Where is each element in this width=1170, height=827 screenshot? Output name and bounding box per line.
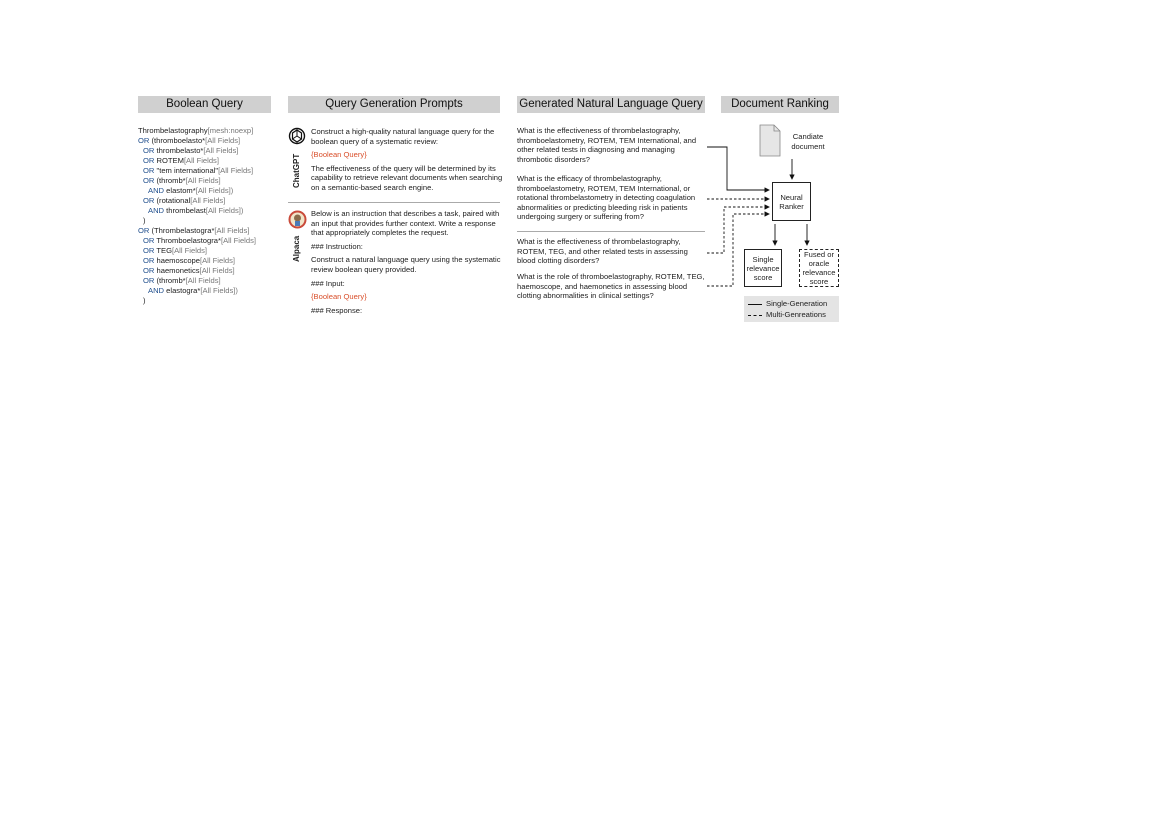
boolean-query-line: AND elastogra*[All Fields]) <box>148 286 238 295</box>
header-generated-nl-query: Generated Natural Language Query <box>517 96 705 113</box>
chatgpt-prompt: Construct a high-quality natural languag… <box>311 127 505 197</box>
nl-query-1: What is the effectiveness of thrombelast… <box>517 126 697 164</box>
boolean-query-text: Thrombelastography[mesh:noexp]OR (thromb… <box>138 126 278 306</box>
chatgpt-logo-icon <box>288 127 306 145</box>
connector-q1 <box>707 146 770 193</box>
boolean-query-line: OR Thromboelastogra*[All Fields] <box>143 236 256 245</box>
header-query-generation-prompts: Query Generation Prompts <box>288 96 500 113</box>
nl-query-2: What is the efficacy of thrombelastograp… <box>517 174 696 222</box>
nl-query-3: What is the effectiveness of thrombelast… <box>517 237 688 266</box>
boolean-query-line: ) <box>143 216 146 225</box>
boolean-query-line: OR (Thrombelastogra*[All Fields] <box>138 226 250 235</box>
nlq-divider <box>517 231 705 232</box>
document-icon <box>759 124 781 157</box>
boolean-query-line: OR (rotational[All Fields] <box>143 196 226 205</box>
prompt-divider <box>288 202 500 203</box>
alpaca-prompt-line1: Below is an instruction that describes a… <box>311 209 500 238</box>
alpaca-logo-icon <box>288 210 307 229</box>
alpaca-response: ### Response: <box>311 305 363 315</box>
legend-single: Single-Generation <box>748 298 835 309</box>
alpaca-prompt-line2: Construct a natural language query using… <box>311 255 501 274</box>
boolean-query-line: AND elastom*[All Fields]) <box>148 186 234 195</box>
single-score-box: Single relevance score <box>744 249 782 287</box>
chatgpt-placeholder: {Boolean Query} <box>311 150 367 160</box>
header-document-ranking: Document Ranking <box>721 96 839 113</box>
alpaca-prompt: Below is an instruction that describes a… <box>311 209 505 319</box>
boolean-query-line: OR (thromboelasto*[All Fields] <box>138 136 241 145</box>
connector-q3 <box>707 204 770 254</box>
boolean-query-line: OR thrombelasto*[All Fields] <box>143 146 239 155</box>
alpaca-input: ### Input: <box>311 278 345 288</box>
boolean-query-line: OR "tem international"[All Fields] <box>143 166 254 175</box>
boolean-query-line: OR haemoscope[All Fields] <box>143 256 236 265</box>
neural-ranker-box: Neural Ranker <box>772 182 811 221</box>
boolean-query-line: OR (thromb*[All Fields] <box>143 276 221 285</box>
alpaca-placeholder: {Boolean Query} <box>311 292 367 302</box>
boolean-query-line: OR TEG[All Fields] <box>143 246 208 255</box>
fused-score-box: Fused or oracle relevance score <box>799 249 839 287</box>
boolean-query-line: AND thrombelast[All Fields]) <box>148 206 244 215</box>
chatgpt-prompt-line2: The effectiveness of the query will be d… <box>311 163 503 192</box>
chatgpt-prompt-line1: Construct a high-quality natural languag… <box>311 127 495 146</box>
boolean-query-line: OR haemonetics[All Fields] <box>143 266 235 275</box>
candidate-document-label: Candiate document <box>791 132 825 151</box>
legend-multi: Multi-Genreations <box>748 309 835 320</box>
alpaca-instruction: ### Instruction: <box>311 241 363 251</box>
boolean-query-line: Thrombelastography[mesh:noexp] <box>138 126 254 135</box>
nl-query-4: What is the role of thromboelastography,… <box>517 272 705 301</box>
boolean-query-line: OR ROTEM[All Fields] <box>143 156 219 165</box>
boolean-query-line: OR (thromb*[All Fields] <box>143 176 221 185</box>
header-boolean-query: Boolean Query <box>138 96 271 113</box>
legend: Single-Generation Multi-Genreations <box>744 296 839 322</box>
boolean-query-line: ) <box>143 296 146 305</box>
